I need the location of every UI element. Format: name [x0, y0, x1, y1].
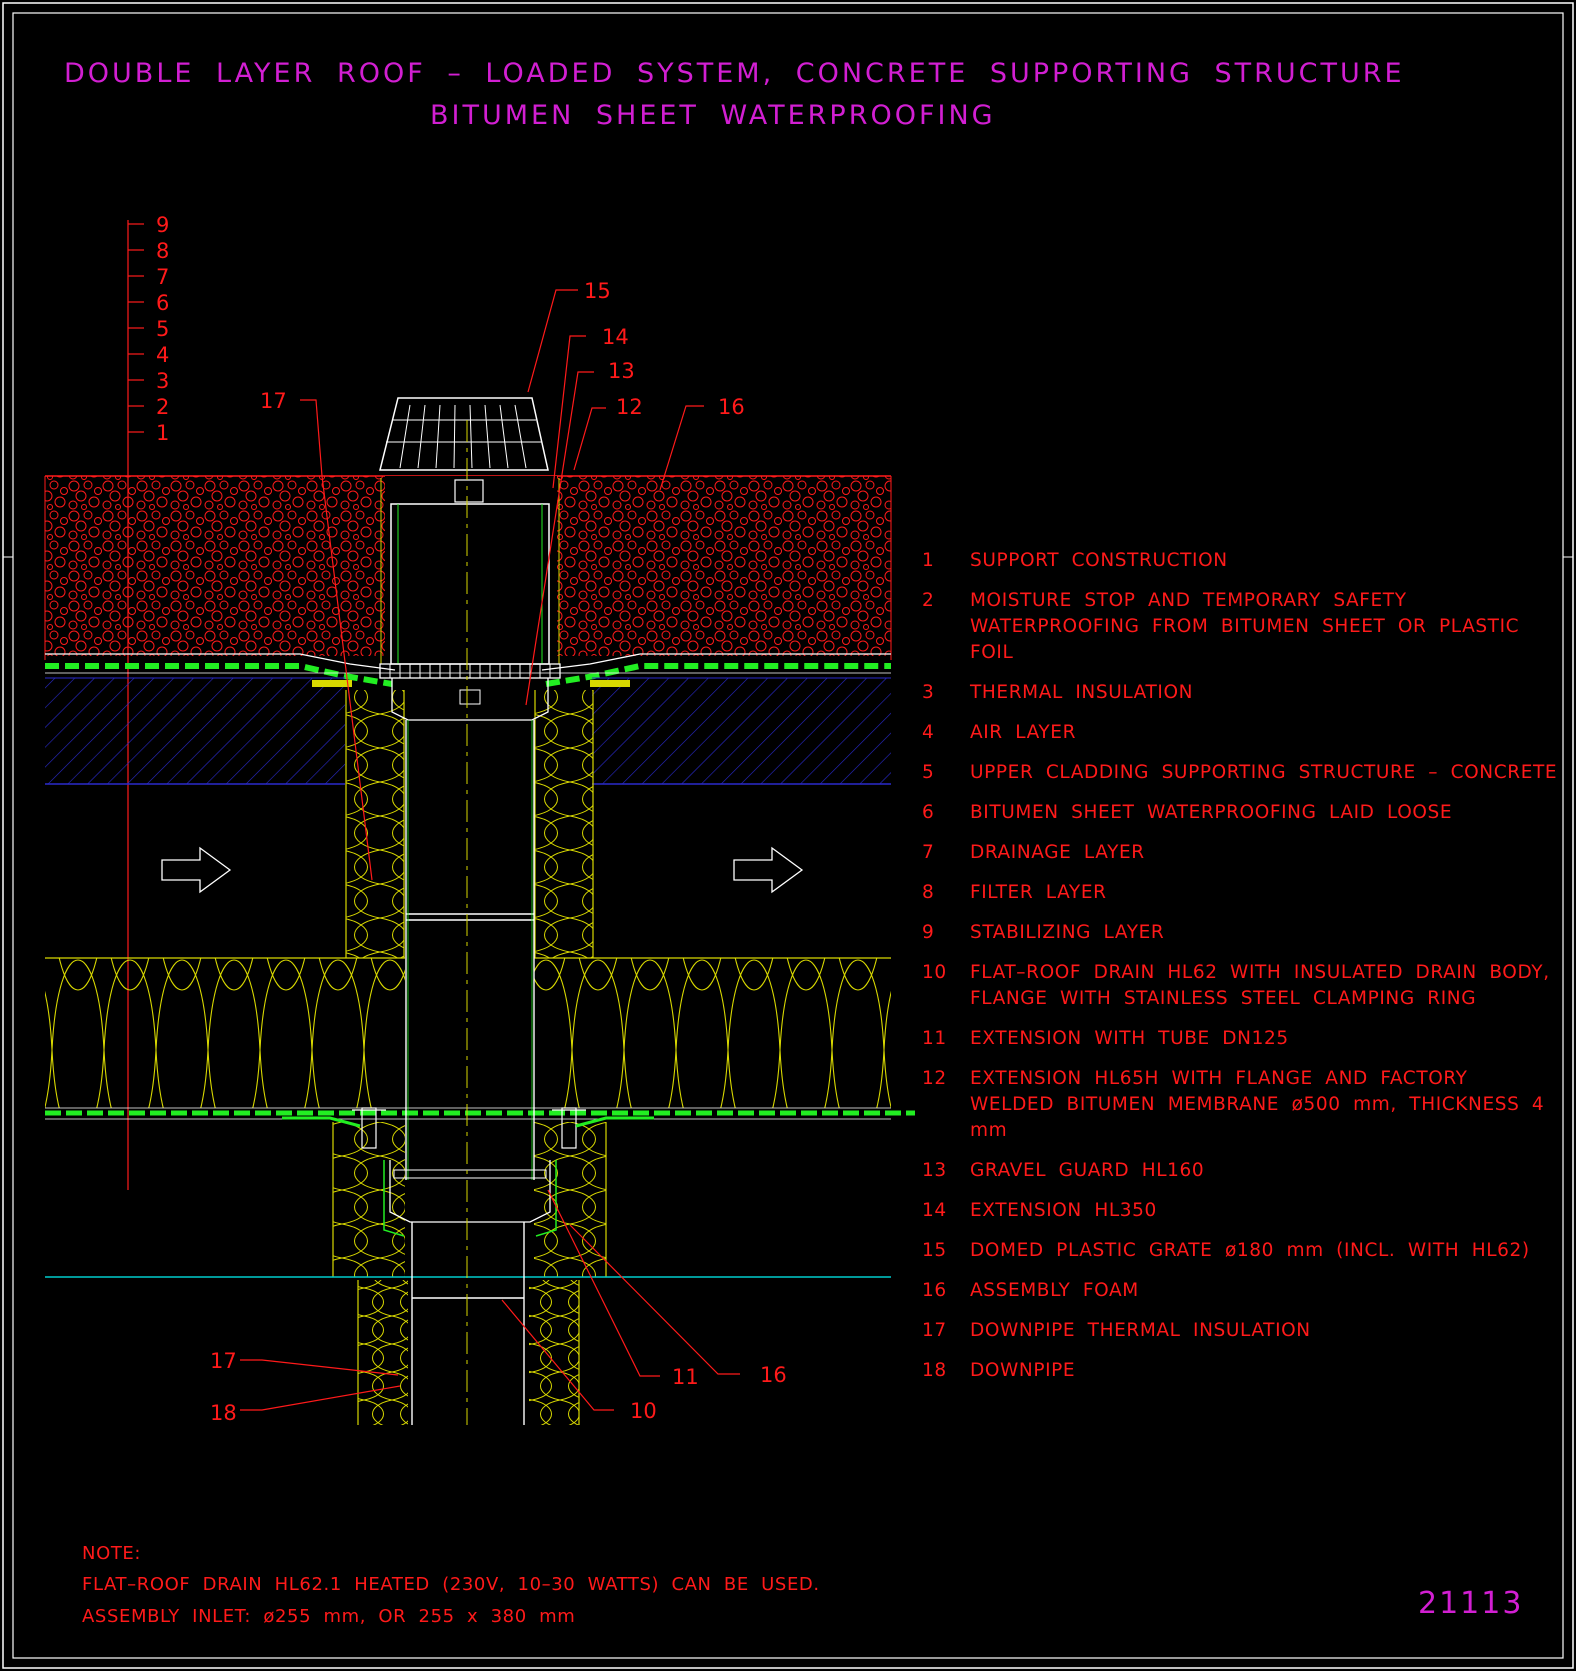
drawing-title-line1: DOUBLE LAYER ROOF – LOADED SYSTEM, CONCR… — [64, 58, 1405, 89]
inner-border — [12, 12, 1564, 1659]
callout-16-top: 16 — [718, 395, 745, 419]
callout-13: 13 — [608, 359, 635, 383]
upper-waterproofing — [45, 653, 891, 687]
callout-18: 18 — [210, 1401, 237, 1425]
scale-label-4: 4 — [156, 343, 169, 367]
scale-label-2: 2 — [156, 395, 169, 419]
note-line2: ASSEMBLY INLET: ø255 mm, OR 255 x 380 mm — [82, 1606, 576, 1627]
callout-14: 14 — [602, 325, 629, 349]
scale-label-6: 6 — [156, 291, 169, 315]
callout-12: 12 — [616, 395, 643, 419]
scale-label-8: 8 — [156, 239, 169, 263]
callout-10: 10 — [630, 1399, 657, 1423]
callout-11: 11 — [672, 1365, 699, 1389]
scale-label-9: 9 — [156, 213, 169, 237]
moisture-stop — [45, 1107, 915, 1120]
air-arrow-right — [733, 846, 804, 894]
support-construction — [45, 1122, 891, 1278]
thermal-insulation-layer — [45, 957, 891, 1108]
roof-drain — [282, 397, 654, 1425]
scale-label-5: 5 — [156, 317, 169, 341]
callout-15: 15 — [584, 279, 611, 303]
note-heading: NOTE: — [82, 1543, 142, 1564]
downpipe-insulation-upper — [345, 690, 594, 958]
note-line1: FLAT–ROOF DRAIN HL62.1 HEATED (230V, 10–… — [82, 1574, 820, 1595]
air-arrow-left — [161, 846, 232, 894]
callout-17-top: 17 — [260, 389, 287, 413]
scale-label-7: 7 — [156, 265, 169, 289]
concrete-slab — [45, 677, 891, 785]
drawing-number: 21113 — [1418, 1586, 1524, 1621]
callout-16-bottom: 16 — [760, 1363, 787, 1387]
scale-label-1: 1 — [156, 421, 169, 445]
callout-17-bottom: 17 — [210, 1349, 237, 1373]
downpipe-insulation-lower — [357, 1280, 580, 1425]
air-flow-arrows — [161, 846, 804, 894]
leader-lines — [240, 289, 740, 1411]
drawing-title-line2: BITUMEN SHEET WATERPROOFING — [430, 100, 996, 131]
scale-label-3: 3 — [156, 369, 169, 393]
